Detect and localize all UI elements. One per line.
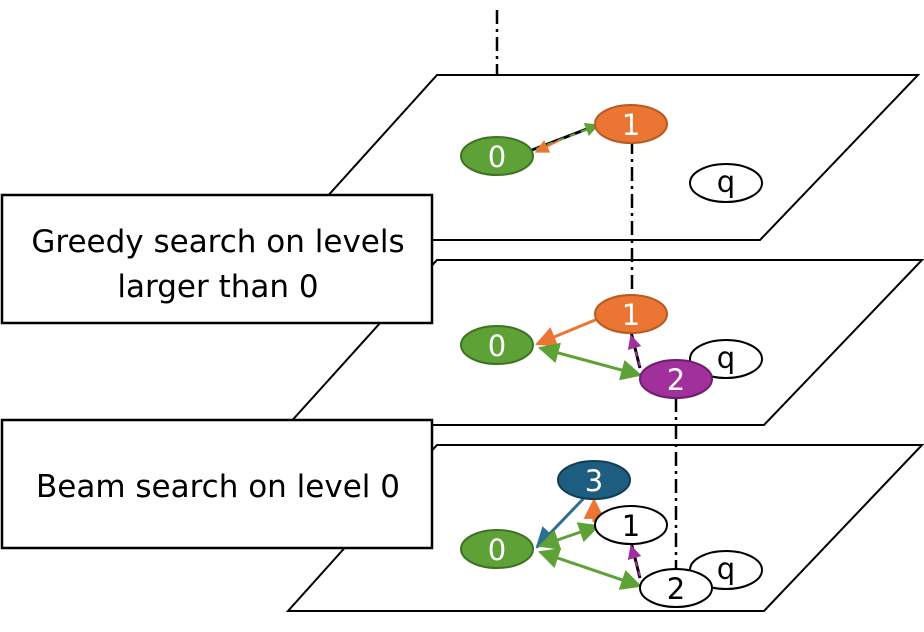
bot-node-3-label: 3 [585,464,603,498]
mid-node-2: 2 [639,359,713,399]
beam-label: Beam search on level 0 [36,469,400,505]
greedy-label-line2: larger than 0 [117,269,318,305]
top-edge-1-0-orange [534,139,561,153]
plane-level-2 [285,74,921,241]
greedy-label-line1: Greedy search on levels [31,224,404,260]
bot-node-q-label: q [717,552,735,586]
mid-edge-0-2 [537,342,643,381]
bot-edge-0-2 [538,548,642,590]
beam-label-box [0,418,434,550]
top-node-q: q [689,163,763,203]
top-node-1-label: 1 [622,108,640,142]
mid-edge-1-0 [535,316,601,347]
bot-node-2: 2 [639,568,713,608]
bot-edge-0-1 [538,522,600,550]
mid-node-0-label: 0 [488,329,506,363]
mid-node-1: 1 [594,294,668,334]
bot-node-1: 1 [594,505,668,545]
mid-node-q: q [689,339,763,379]
top-node-q-label: q [717,165,735,199]
greedy-label-box [0,193,434,325]
mid-node-0: 0 [460,325,534,365]
bot-node-0-label: 0 [488,533,506,567]
top-node-1: 1 [594,104,668,144]
mid-node-1-label: 1 [622,298,640,332]
bot-node-0: 0 [460,529,534,569]
bot-node-3: 3 [557,460,631,500]
mid-node-q-label: q [717,341,735,375]
bot-node-1-label: 1 [622,509,640,543]
plane-level-1 [285,259,924,426]
top-node-0-label: 0 [488,140,506,174]
bot-node-2-label: 2 [667,572,685,606]
top-node-0: 0 [460,136,534,176]
mid-node-2-label: 2 [667,363,685,397]
